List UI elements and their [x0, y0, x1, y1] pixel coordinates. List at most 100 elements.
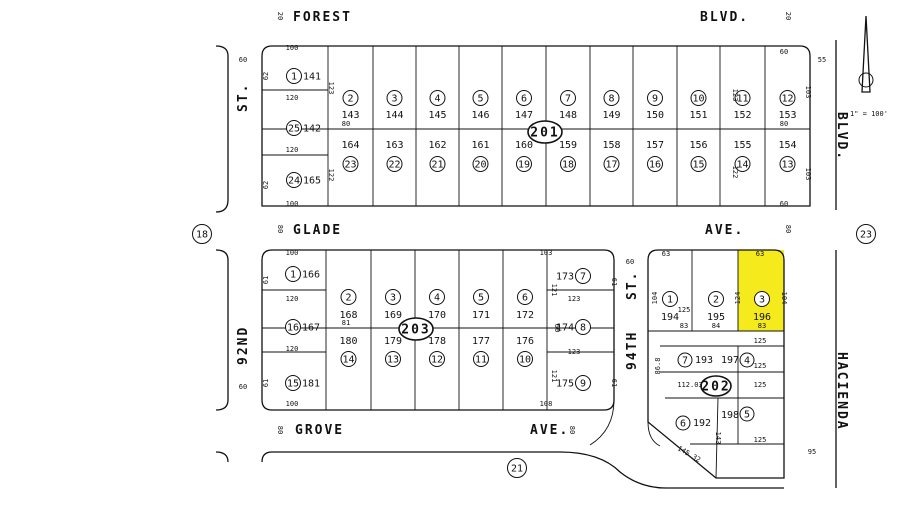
dimension: 112.03 — [677, 381, 702, 389]
block-201-bottom-parcel: 162 — [428, 140, 446, 151]
block-202-top-lot-circle — [708, 291, 724, 307]
block-201-bottom-lot-number: 15 — [692, 160, 704, 171]
block-203-top-parcel: 168 — [339, 310, 357, 321]
block-201-side-parcel: 142 — [303, 124, 321, 135]
block-201-side-lot-circle — [286, 68, 302, 84]
block-201-top-lot-circle — [560, 90, 576, 106]
block-203-bottom-lot-number: 11 — [475, 355, 487, 366]
block-203-right-lot-number: 7 — [580, 272, 586, 283]
block-203-right-lot-number: 9 — [580, 379, 586, 390]
block-203-right-parcel: 174 — [556, 323, 574, 334]
grove-south-edge — [261, 451, 784, 489]
block-201-side-lot-circle — [286, 120, 302, 136]
dimension: 123 — [568, 295, 581, 303]
block-203-top-lot-number: 3 — [390, 293, 396, 304]
block-201-bottom-parcel: 157 — [646, 140, 664, 151]
dimension: 122 — [327, 169, 335, 182]
street-blvd-right: BLVD. — [834, 112, 849, 161]
block-203-top-parcel: 171 — [472, 310, 490, 321]
block-201-side-parcel: 141 — [303, 72, 321, 83]
block-201-top-lot-circle — [690, 90, 707, 106]
block-203-top-parcel: 169 — [384, 310, 402, 321]
block-203-right-lot-circle — [575, 319, 591, 335]
block-203-bottom-parcel: 179 — [384, 336, 402, 347]
dimension: 63 — [756, 250, 764, 258]
block-203-bottom-parcel: 180 — [339, 336, 357, 347]
block-201-top-parcel: 146 — [471, 110, 489, 121]
block-201-top-parcel: 150 — [646, 110, 664, 121]
block-203-left-lot-number: 15 — [287, 379, 299, 390]
block-201-bottom-lot-circle — [429, 156, 446, 172]
block-201-bottom-parcel: 161 — [471, 140, 489, 151]
block-202-lot-circle — [739, 406, 755, 422]
block-201-bottom-lot-circle — [516, 156, 532, 172]
block-202-top-lot-number: 2 — [713, 295, 719, 306]
block-201-top-lot-number: 2 — [347, 94, 353, 105]
block-201-top-lot-number: 9 — [652, 94, 658, 105]
block-201-side-parcel: 165 — [303, 176, 321, 187]
dimension: 104 — [780, 292, 788, 305]
street-forest: FOREST — [293, 10, 352, 25]
scale-label: 1" = 100' — [850, 110, 888, 118]
block-201-bottom-lot-number: 19 — [518, 160, 530, 171]
block-201-bottom-lot-circle — [690, 156, 707, 172]
dimension: 121 — [550, 370, 558, 383]
block-203-top-lot-circle — [340, 289, 357, 305]
dimension: 121 — [550, 284, 558, 297]
dimension: 100 — [286, 200, 299, 208]
block-201-top-parcel: 145 — [428, 110, 446, 121]
dimension: 80 — [568, 426, 576, 434]
block-203-right-lot-number: 8 — [580, 323, 586, 334]
block-203-left-lot-circle — [285, 375, 301, 391]
dimension: 81 — [342, 319, 350, 327]
block-201-top-lot-number: 7 — [565, 94, 571, 105]
block-202-parcel: 197 — [721, 355, 739, 366]
block-203-bottom-lot-circle — [385, 351, 401, 367]
block-203-top-lot-number: 4 — [434, 293, 440, 304]
left-bracket-bottom — [215, 249, 229, 411]
block-203-right-lot-circle — [575, 268, 591, 284]
block-201-outline — [261, 45, 811, 207]
block-201-bottom-lot-circle — [472, 156, 489, 172]
highlighted-parcel[interactable] — [738, 250, 784, 331]
block-201-top-lot-number: 10 — [692, 94, 704, 105]
block-201-bottom-parcel: 155 — [733, 140, 751, 151]
block-201-side-lot-number: 25 — [288, 124, 300, 135]
block-202-lot-circle — [675, 415, 691, 431]
block-201-bottom-lot-number: 23 — [344, 160, 356, 171]
dimension: 123 — [568, 348, 581, 356]
block-202-lot-circle — [677, 352, 693, 368]
block-203-bottom-parcel: 177 — [472, 336, 490, 347]
dimension: 60 — [626, 258, 634, 266]
block-202-top-lot-circle — [754, 291, 770, 307]
block-201-bottom-lot-circle — [779, 156, 796, 172]
block-18-number: 18 — [196, 230, 208, 241]
block-23-number: 23 — [860, 230, 872, 241]
dimension: 95 — [808, 448, 816, 456]
block-201-top-lot-number: 6 — [521, 94, 527, 105]
block-21-circle — [507, 458, 527, 478]
block-202-lot-number: 5 — [744, 410, 750, 421]
block-203-bottom-lot-circle — [473, 351, 489, 367]
dimension: 80 — [276, 426, 284, 434]
block-203-top-lot-circle — [429, 289, 445, 305]
block-201-top-lot-circle — [429, 90, 446, 106]
block-202-lot-circle — [739, 352, 755, 368]
street-glade: GLADE — [293, 223, 342, 238]
block-202-outline — [647, 249, 785, 479]
block-201-bottom-lot-number: 20 — [474, 160, 486, 171]
block-201-top-parcel: 148 — [559, 110, 577, 121]
dimension: 61 — [610, 379, 618, 387]
street-ave-grove: AVE. — [530, 423, 569, 438]
block-203-bottom-lot-circle — [517, 351, 533, 367]
block-202-top-parcel: 196 — [753, 312, 771, 323]
north-arrow — [861, 15, 871, 93]
dimension: 103 — [804, 86, 812, 99]
block-201-bottom-lot-circle — [342, 156, 359, 172]
dimension: 125 — [754, 337, 767, 345]
block-203-top-lot-number: 2 — [345, 293, 351, 304]
block-201-top-parcel: 147 — [515, 110, 533, 121]
block-203-left-lot-circle — [285, 266, 301, 282]
block-203-outline — [261, 249, 615, 411]
